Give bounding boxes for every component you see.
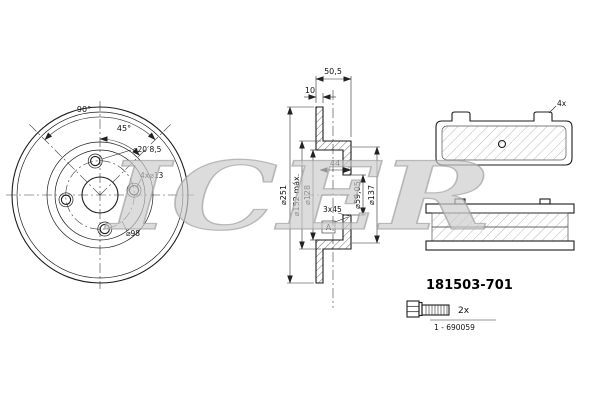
screw-quantity: 2x <box>458 306 470 316</box>
pad-wear-indicator-hole <box>497 139 507 149</box>
screw-reference: 1 - 690059 <box>434 323 475 332</box>
kit-reference: 181503-701 2x 1 - 690059 <box>406 278 513 332</box>
datum-box <box>321 220 336 234</box>
dim-chamfer-label: 3x45 <box>323 205 342 214</box>
disc-rim-inner-edge <box>16 111 184 279</box>
dim-max-diameter-label: ⌀152 máx. <box>292 174 301 217</box>
section-dimensions: 50,5 10 44 ⌀251 ⌀152 máx. ⌀128 <box>279 67 380 284</box>
centerlines <box>6 101 194 289</box>
dim-centre-bore-label: ⌀59,05 <box>353 181 362 209</box>
icer-watermark: ICER <box>103 142 492 252</box>
screw-icon <box>406 300 450 318</box>
bolt-holes <box>58 153 142 237</box>
dim-inner-diameter-label: ⌀128 <box>303 185 312 205</box>
dim-pitch-circle-label: ⌀98 <box>126 229 140 238</box>
pad-backplate-lower <box>425 240 575 251</box>
part-number: 181503-701 <box>426 278 513 293</box>
dim-hub-depth-label: 44 <box>330 159 340 168</box>
dim-counterbore-label: ⌀20 8,5 <box>133 145 162 154</box>
pad-backplate-outline <box>435 111 573 166</box>
dim-thickness-label: 10 <box>305 86 315 95</box>
disc-front-view: 90° 45° ⌀20 8,5 4x⌀13 ⌀98 <box>6 101 194 289</box>
pad-friction-surface <box>441 125 567 161</box>
pad-clips-label: 4x <box>557 99 567 108</box>
centre-bore-circle <box>81 176 119 214</box>
angle-45-label: 45° <box>117 124 131 133</box>
dim-bolt-holes-label: 4x⌀13 <box>140 171 163 180</box>
pad-clip-tab <box>539 198 551 205</box>
angle-annotations: 90° 45° <box>44 105 156 156</box>
pad-side-view <box>425 198 575 251</box>
pad-plan-view: 4x <box>435 99 573 166</box>
angle-90-label: 90° <box>77 105 91 114</box>
dim-outer-diameter-label: ⌀251 <box>279 185 288 205</box>
section-upper-half <box>315 106 352 176</box>
front-view-dimensions: ⌀20 8,5 4x⌀13 ⌀98 <box>101 145 163 238</box>
disc-outer-edge <box>11 106 189 284</box>
disc-section-view: 50,5 10 44 ⌀251 ⌀152 máx. ⌀128 <box>279 67 380 308</box>
section-lower-half <box>315 214 352 284</box>
dim-overall-width-label: 50,5 <box>324 67 342 76</box>
dim-flange-diameter-label: ⌀137 <box>367 185 376 205</box>
datum-label: A <box>326 223 332 232</box>
